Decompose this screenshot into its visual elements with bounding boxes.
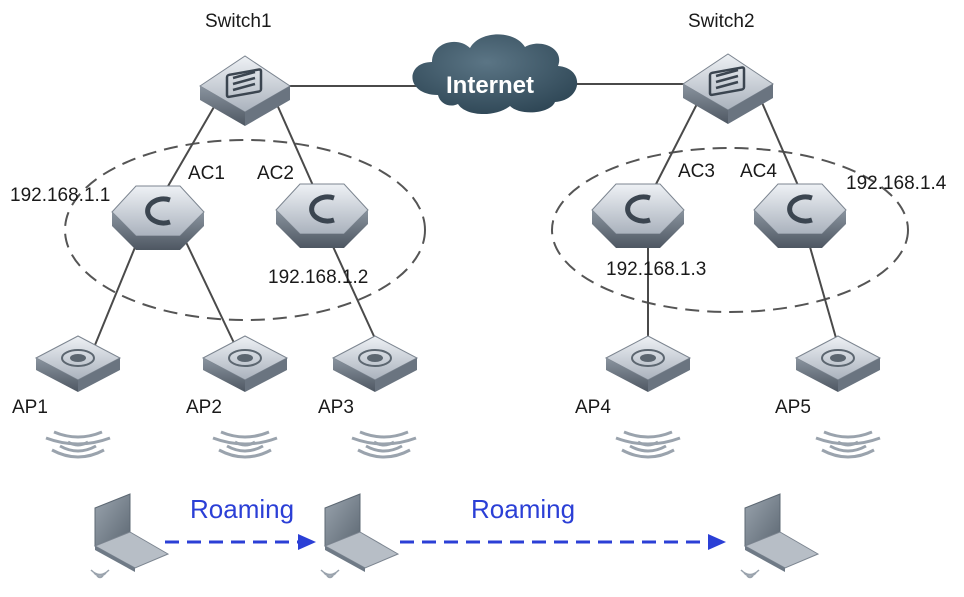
ac4-label: AC4 [740,161,777,182]
laptop-icon [320,493,400,579]
ac2-label: AC2 [257,163,294,184]
ac3-label: AC3 [678,161,715,182]
ap2-icon [201,335,289,392]
wifi-waves [45,430,881,459]
laptop-icon [90,493,170,579]
ap4-label: AP4 [575,397,611,418]
laptop-icon [740,493,820,579]
roaming-arrow-1 [165,534,316,550]
wifi-signal-icon [45,430,111,459]
link-switch2-ac4 [759,97,801,191]
roaming-label-1: Roaming [190,494,295,524]
ac2-ip: 192.168.1.2 [268,267,369,288]
link-ac1-ap1 [94,239,139,346]
switch1-label: Switch1 [205,11,272,32]
ap1-icon [34,335,122,392]
ap1-label: AP1 [12,397,48,418]
switch2-icon [682,53,774,124]
internet-label: Internet [446,72,535,99]
link-switch1-ac2 [274,99,316,191]
ap2-label: AP2 [186,397,222,418]
ap4-icon [604,335,692,392]
ac-group-left-ellipse [64,139,426,321]
ap5-label: AP5 [775,397,811,418]
link-ac2-ap3 [329,239,379,346]
link-switch2-ac3 [651,97,701,193]
ac1-icon [111,185,205,250]
wifi-signal-icon [615,430,681,459]
ac1-ip: 192.168.1.1 [10,185,111,206]
link-ac1-ap2 [184,239,236,346]
switch1-icon [199,55,291,126]
ac-group-right-ellipse [551,147,909,313]
ap3-label: AP3 [318,397,354,418]
ac3-icon [591,183,685,248]
roaming-label-2: Roaming [471,494,576,524]
ac4-ip: 192.168.1.4 [846,173,947,194]
ap5-icon [794,335,882,392]
internet-cloud-icon [412,34,578,115]
link-switch1-ac1 [159,99,219,201]
ac2-icon [275,183,369,248]
roaming-arrow-2 [400,534,726,550]
wifi-signal-icon [815,430,881,459]
link-ac4-ap5 [807,239,839,346]
wifi-signal-icon [212,430,278,459]
wifi-signal-icon [351,430,417,459]
ac3-ip: 192.168.1.3 [606,259,707,280]
ac4-icon [753,183,847,248]
ac1-label: AC1 [188,163,225,184]
links [94,83,839,346]
switch2-label: Switch2 [688,11,755,32]
ap3-icon [331,335,419,392]
